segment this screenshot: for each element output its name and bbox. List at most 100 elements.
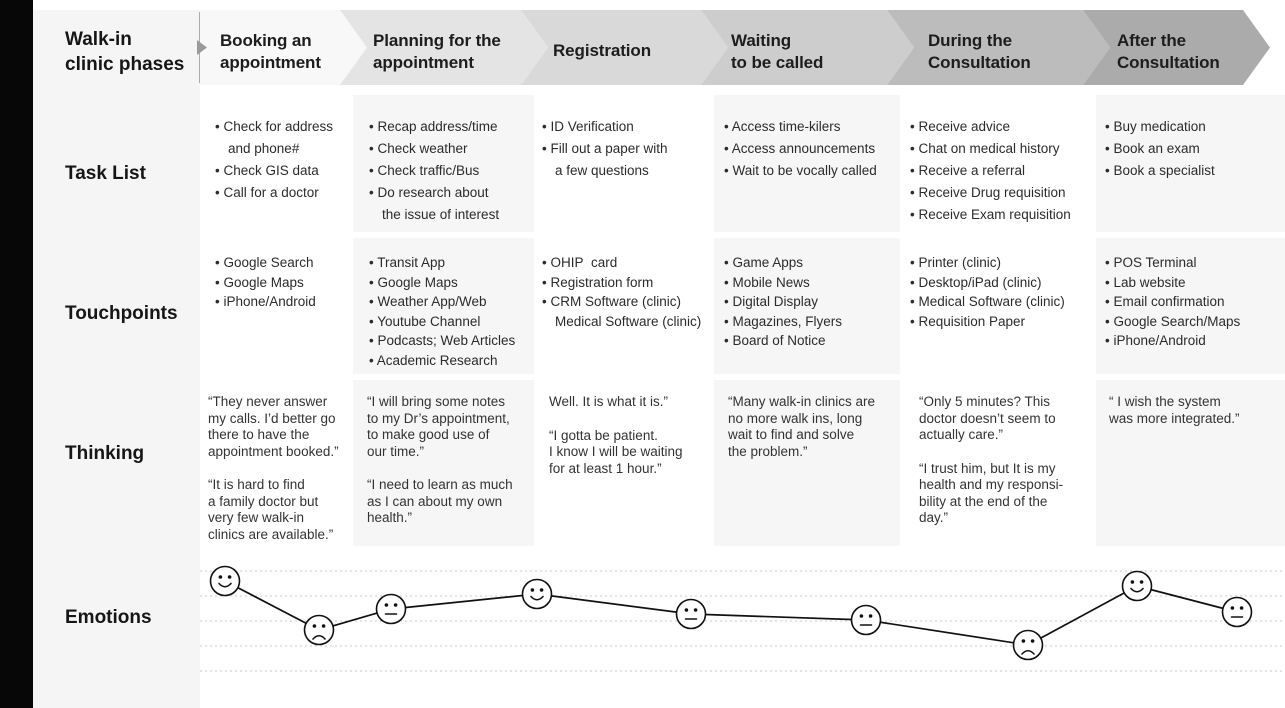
list-item: Digital Display — [724, 292, 896, 312]
emotion-face-happy-icon — [209, 565, 241, 597]
emotion-curve-chart — [200, 565, 1285, 672]
emotion-face-happy-icon — [521, 578, 553, 610]
phase-label-registration: Registration — [553, 41, 651, 60]
emotion-face-neutral-icon — [375, 593, 407, 625]
list-item: Youtube Channel — [369, 312, 530, 332]
list-item: Google Maps — [369, 273, 530, 293]
thinking-quote: Well. It is what it is.” — [549, 394, 669, 409]
phase-chevron-planning — [340, 10, 548, 85]
cell-task-planning: Recap address/timeCheck weatherCheck tra… — [353, 95, 534, 232]
cell-task-after: Buy medicationBook an examBook a special… — [1096, 95, 1285, 232]
list-item: Receive a referral — [910, 160, 1092, 182]
list-item: Magazines, Flyers — [724, 312, 896, 332]
list-item: Academic Research — [369, 351, 530, 371]
emotion-face-neutral-icon — [675, 598, 707, 630]
list-item: Check weather — [369, 138, 530, 160]
list-item: Buy medication — [1105, 116, 1281, 138]
cell-think-planning: “I will bring some notes to my Dr’s appo… — [353, 380, 534, 546]
list-item: POS Terminal — [1105, 253, 1281, 273]
row-label-thinking: Thinking — [65, 443, 145, 464]
cell-touch-planning: Transit AppGoogle MapsWeather App/WebYou… — [353, 238, 534, 374]
list-item: Requisition Paper — [910, 312, 1092, 332]
list-item: Game Apps — [724, 253, 896, 273]
cell-think-after: “ I wish the system was more integrated.… — [1096, 380, 1285, 546]
list-item: CRM Software (clinic) — [542, 292, 710, 312]
cell-touch-during: Printer (clinic)Desktop/iPad (clinic)Med… — [900, 238, 1096, 374]
phase-chevron-during — [887, 10, 1110, 85]
list-item: Google Search — [215, 253, 349, 273]
list-item: iPhone/Android — [1105, 331, 1281, 351]
cell-touch-waiting: Game AppsMobile NewsDigital DisplayMagaz… — [714, 238, 900, 374]
list-item: Recap address/time — [369, 116, 530, 138]
emotion-face-sad-icon — [303, 614, 335, 646]
page-title: Walk-in clinic phases — [65, 29, 185, 75]
emotion-face-sad-icon — [1012, 629, 1044, 661]
list-item: Mobile News — [724, 273, 896, 293]
cell-think-booking: “They never answer my calls. I’d better … — [200, 380, 353, 546]
list-item: Printer (clinic) — [910, 253, 1092, 273]
list-item: Chat on medical history — [910, 138, 1092, 160]
row-label-column — [33, 10, 200, 708]
cell-touch-booking: Google SearchGoogle MapsiPhone/Android — [200, 238, 353, 374]
list-item: Book a specialist — [1105, 160, 1281, 182]
list-item: Receive advice — [910, 116, 1092, 138]
thinking-quote: “Many walk-in clinics are no more walk i… — [728, 394, 876, 459]
phase-label-waiting: Waiting to be called — [731, 31, 824, 72]
list-item: Access announcements — [724, 138, 896, 160]
list-item: Check for address and phone# — [215, 116, 349, 160]
emotion-face-happy-icon — [1121, 570, 1153, 602]
phase-chevron-waiting — [701, 10, 914, 85]
emotion-face-neutral-icon — [850, 604, 882, 636]
list-item: Do research about the issue of interest — [369, 182, 530, 226]
cell-touch-after: POS TerminalLab websiteEmail confirmatio… — [1096, 238, 1285, 374]
thinking-quote: “It is hard to find a family doctor but … — [208, 477, 334, 542]
list-item: Book an exam — [1105, 138, 1281, 160]
list-item: Lab website — [1105, 273, 1281, 293]
phase-chevron-registration — [521, 10, 728, 85]
phase-label-after: After the Consultation — [1117, 31, 1220, 72]
list-item: Medical Software (clinic) — [910, 292, 1092, 312]
list-item: iPhone/Android — [215, 292, 349, 312]
list-item: Weather App/Web — [369, 292, 530, 312]
phases-arrow-icon — [197, 40, 207, 55]
cell-task-during: Receive adviceChat on medical historyRec… — [900, 95, 1096, 232]
list-item: Fill out a paper with a few questions — [542, 138, 710, 182]
emotion-face-neutral-icon — [1221, 596, 1253, 628]
list-item: Wait to be vocally called — [724, 160, 896, 182]
thinking-quote: “I gotta be patient. I know I will be wa… — [549, 427, 683, 476]
list-item: ID Verification — [542, 116, 710, 138]
list-item: Email confirmation — [1105, 292, 1281, 312]
list-item: Google Search/Maps — [1105, 312, 1281, 332]
thinking-quote: “I will bring some notes to my Dr’s appo… — [367, 394, 510, 459]
list-item: Registration form — [542, 273, 710, 293]
thinking-quote: “I need to learn as much as I can about … — [367, 477, 513, 525]
cell-task-registration: ID VerificationFill out a paper with a f… — [534, 95, 714, 232]
cell-think-during: “Only 5 minutes? This doctor doesn’t see… — [900, 380, 1096, 546]
list-item: Receive Exam requisition — [910, 204, 1092, 226]
list-item: Google Maps — [215, 273, 349, 293]
list-item: Check GIS data — [215, 160, 349, 182]
phase-chevron-after — [1083, 10, 1270, 85]
phase-label-planning: Planning for the appointment — [373, 31, 501, 72]
thinking-quote: “I trust him, but It is my health and my… — [919, 460, 1064, 526]
cell-touch-registration: OHIP cardRegistration formCRM Software (… — [534, 238, 714, 374]
cell-think-registration: Well. It is what it is.” “I gotta be pati… — [534, 380, 714, 546]
list-item: Desktop/iPad (clinic) — [910, 273, 1092, 293]
cell-think-waiting: “Many walk-in clinics are no more walk i… — [714, 380, 900, 546]
thinking-quote: “Only 5 minutes? This doctor doesn’t see… — [919, 394, 1056, 442]
list-item: OHIP card — [542, 253, 710, 273]
phase-label-booking: Booking an appointment — [220, 31, 321, 72]
list-item: Receive Drug requisition — [910, 182, 1092, 204]
phase-chevron-booking — [200, 10, 367, 85]
list-item: Podcasts; Web Articles — [369, 331, 530, 351]
list-item: Call for a doctor — [215, 182, 349, 204]
list-item: Access time-kilers — [724, 116, 896, 138]
list-item: Medical Software (clinic) — [555, 313, 702, 329]
list-item: Check traffic/Bus — [369, 160, 530, 182]
row-label-touchpoints: Touchpoints — [65, 303, 178, 324]
phase-label-during: During the Consultation — [928, 31, 1031, 72]
thinking-quote: “ I wish the system was more integrated.… — [1109, 394, 1240, 426]
list-item: Board of Notice — [724, 331, 896, 351]
list-item: Transit App — [369, 253, 530, 273]
